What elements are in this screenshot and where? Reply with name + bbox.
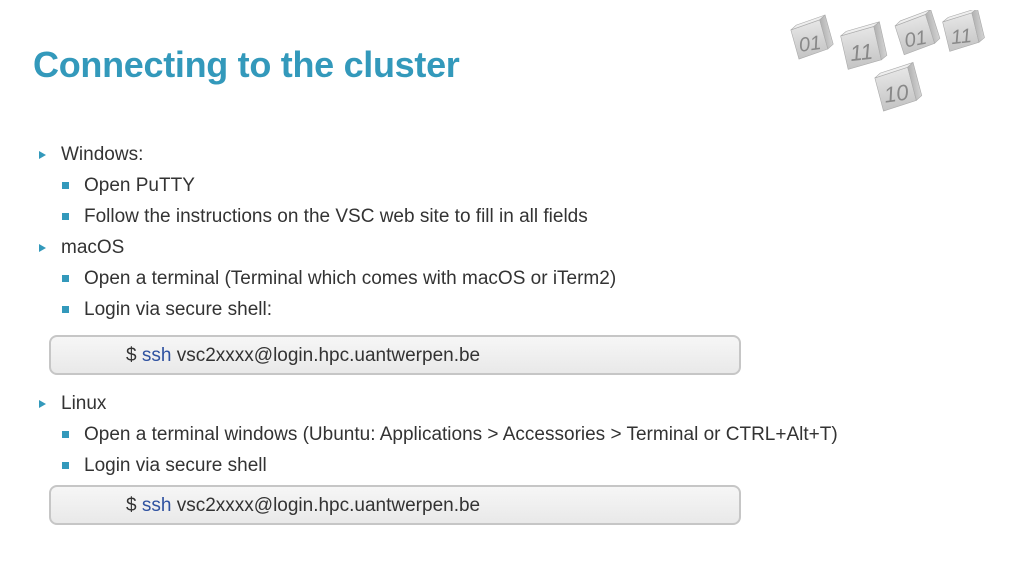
command-target: vsc2xxxx@login.hpc.uantwerpen.be — [176, 495, 481, 516]
command-line: $ ssh vsc2xxxx@login.hpc.uantwerpen.be — [126, 495, 480, 517]
cube-5-label: 10 — [882, 79, 910, 107]
square-bullet-icon — [62, 182, 69, 189]
sub-bullet-text: Login via secure shell — [84, 455, 267, 476]
square-bullet-icon — [62, 462, 69, 469]
sub-bullet-text: Open a terminal windows (Ubuntu: Applica… — [84, 424, 838, 445]
sub-bullet-text: Open PuTTY — [84, 175, 195, 196]
cube-2: 11 — [840, 21, 888, 70]
cube-5: 10 — [874, 61, 923, 112]
triangle-bullet-icon — [39, 244, 46, 252]
cube-2-label: 11 — [849, 39, 874, 66]
command-box-macos: $ ssh vsc2xxxx@login.hpc.uantwerpen.be — [49, 335, 741, 375]
bullet-windows: Windows: — [39, 144, 144, 166]
sub-bullet-open-putty: Open PuTTY — [62, 175, 195, 197]
command-box-linux: $ ssh vsc2xxxx@login.hpc.uantwerpen.be — [49, 485, 741, 525]
triangle-bullet-icon — [39, 151, 46, 159]
command-prompt: $ — [126, 345, 137, 366]
bullet-linux: Linux — [39, 393, 107, 415]
cube-1-label: 01 — [797, 32, 822, 57]
cube-3-label: 01 — [903, 27, 929, 53]
bullet-windows-label: Windows: — [61, 144, 144, 165]
binary-cubes-icon: 01 11 01 11 10 — [790, 10, 985, 112]
sub-bullet-login-ssh-macos: Login via secure shell: — [62, 299, 272, 321]
sub-bullet-text: Login via secure shell: — [84, 299, 272, 320]
command-program: ssh — [141, 495, 172, 516]
bullet-macos-label: macOS — [61, 237, 125, 258]
square-bullet-icon — [62, 306, 69, 313]
cube-4-label: 11 — [950, 25, 973, 49]
slide-title: Connecting to the cluster — [33, 44, 460, 85]
command-program: ssh — [141, 345, 172, 366]
sub-bullet-follow-instructions: Follow the instructions on the VSC web s… — [62, 206, 588, 228]
triangle-bullet-icon — [39, 400, 46, 408]
cube-1: 01 — [790, 14, 834, 60]
square-bullet-icon — [62, 275, 69, 282]
command-target: vsc2xxxx@login.hpc.uantwerpen.be — [176, 345, 481, 366]
sub-bullet-login-ssh-linux: Login via secure shell — [62, 455, 267, 477]
cube-4: 11 — [942, 10, 985, 52]
bullet-macos: macOS — [39, 237, 125, 259]
square-bullet-icon — [62, 431, 69, 438]
sub-bullet-open-terminal-linux: Open a terminal windows (Ubuntu: Applica… — [62, 424, 838, 446]
command-line: $ ssh vsc2xxxx@login.hpc.uantwerpen.be — [126, 345, 480, 367]
command-prompt: $ — [126, 495, 137, 516]
bullet-linux-label: Linux — [61, 393, 107, 414]
square-bullet-icon — [62, 213, 69, 220]
sub-bullet-text: Open a terminal (Terminal which comes wi… — [84, 268, 617, 289]
sub-bullet-text: Follow the instructions on the VSC web s… — [84, 206, 588, 227]
sub-bullet-open-terminal-macos: Open a terminal (Terminal which comes wi… — [62, 268, 617, 290]
cube-3: 01 — [894, 10, 941, 56]
